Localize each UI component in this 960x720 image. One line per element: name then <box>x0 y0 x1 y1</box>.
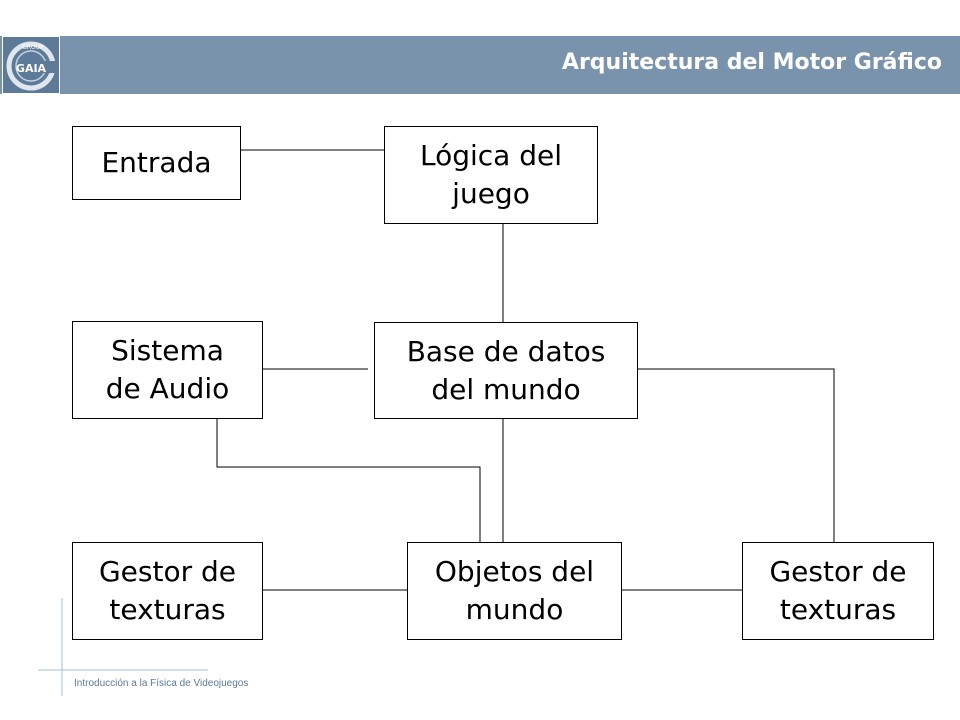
node-logica-del-juego: Lógica del juego <box>384 126 598 224</box>
node-objetos-del-mundo: Objetos del mundo <box>407 542 622 640</box>
edge-basedatos-gestor-der <box>638 368 835 542</box>
gaia-group-logo: GAIA GROUP <box>2 36 60 94</box>
header-bar <box>0 36 960 94</box>
edge-audio-objetos <box>216 419 481 542</box>
footer-text: Introducción a la Física de Videojuegos <box>74 678 249 689</box>
node-base-de-datos: Base de datos del mundo <box>374 322 638 419</box>
node-entrada: Entrada <box>72 126 241 200</box>
node-gestor-texturas-left: Gestor de texturas <box>72 542 263 640</box>
gaia-logo-icon: GAIA GROUP <box>6 41 59 91</box>
slide-title: Arquitectura del Motor Gráfico <box>561 50 942 75</box>
node-gestor-texturas-right: Gestor de texturas <box>742 542 934 640</box>
node-sistema-de-audio: Sistema de Audio <box>72 321 263 419</box>
logo-text: GAIA <box>16 62 47 75</box>
logo-subtext: GROUP <box>22 44 44 51</box>
